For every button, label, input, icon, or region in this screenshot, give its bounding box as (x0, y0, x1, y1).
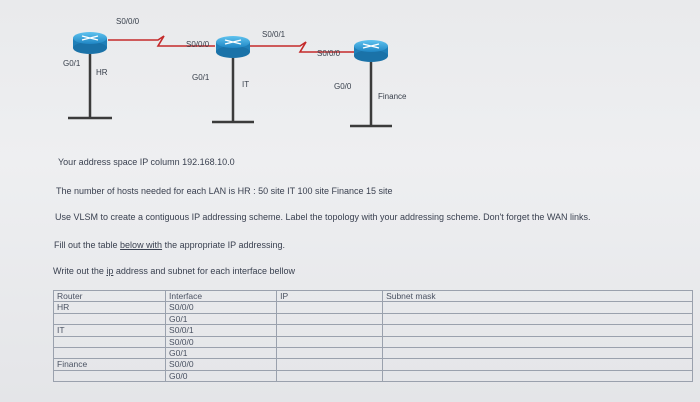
cell-interface: G0/0 (165, 369, 278, 383)
hr-s000-label: S0/0/0 (116, 17, 140, 26)
cell-subnet-mask[interactable] (382, 301, 693, 314)
router-it-icon (216, 36, 250, 58)
instruction-link-ip: ip (106, 266, 114, 276)
instruction-link-below: below with (120, 240, 163, 250)
table-row: IT S0/0/1 (52, 324, 693, 337)
it-g01-label: G0/1 (192, 73, 210, 82)
cell-subnet-mask[interactable] (382, 346, 693, 360)
cell-ip[interactable] (276, 301, 384, 314)
lan-it (212, 58, 254, 124)
table-header-row: Router Interface IP Subnet mask (52, 289, 693, 303)
header-subnet-mask: Subnet mask (382, 289, 693, 303)
cell-interface: S0/0/0 (165, 335, 278, 348)
cell-router (52, 312, 167, 326)
topology-diagram (68, 32, 392, 128)
cell-router: IT (52, 324, 167, 337)
instruction-vlsm: Use VLSM to create a contiguous IP addre… (55, 212, 591, 222)
cell-router: Finance (52, 358, 167, 371)
it-s000-label: S0/0/0 (186, 40, 210, 49)
lan-finance (350, 62, 392, 128)
cell-router (52, 369, 167, 383)
cell-interface: G0/1 (165, 312, 278, 326)
cell-interface: G0/1 (165, 346, 278, 360)
header-router: Router (52, 289, 167, 303)
it-lan-label: IT (242, 80, 250, 89)
cell-ip[interactable] (276, 358, 384, 371)
instruction-write-out: Write out the ip address and subnet for … (53, 266, 295, 276)
table-row: S0/0/0 (52, 335, 693, 348)
cell-ip[interactable] (276, 312, 384, 326)
cell-subnet-mask[interactable] (382, 358, 693, 371)
finance-g00-label: G0/0 (334, 82, 352, 91)
instruction-address-space: Your address space IP column 192.168.10.… (58, 157, 235, 167)
finance-s000-label: S0/0/0 (317, 49, 341, 58)
cell-subnet-mask[interactable] (382, 335, 693, 348)
cell-interface: S0/0/0 (165, 301, 278, 314)
cell-subnet-mask[interactable] (382, 312, 693, 326)
instruction-hosts-needed: The number of hosts needed for each LAN … (56, 186, 393, 196)
router-finance-icon (354, 40, 388, 62)
cell-subnet-mask[interactable] (382, 369, 693, 383)
lan-hr (68, 54, 112, 120)
table-row: G0/1 (52, 312, 693, 326)
cell-router (52, 335, 167, 348)
table-row: HR S0/0/0 (52, 301, 693, 314)
wan-link-it-finance (250, 41, 358, 53)
cell-interface: S0/0/0 (165, 358, 278, 371)
cell-router: HR (52, 301, 167, 314)
router-hr-icon (73, 32, 107, 54)
cell-ip[interactable] (276, 324, 384, 337)
header-ip: IP (276, 289, 384, 303)
table-row: Finance S0/0/0 (52, 358, 693, 371)
header-interface: Interface (165, 289, 278, 303)
table-row: G0/0 (52, 369, 693, 383)
it-s001-label: S0/0/1 (262, 30, 286, 39)
hr-g01-label: G0/1 (63, 59, 81, 68)
cell-ip[interactable] (276, 369, 384, 383)
wan-link-hr-it (108, 35, 215, 47)
table-row: G0/1 (52, 346, 693, 360)
cell-router (52, 346, 167, 360)
cell-interface: S0/0/1 (165, 324, 278, 337)
finance-lan-label: Finance (378, 92, 407, 101)
hr-lan-label: HR (96, 68, 108, 77)
addressing-table: Router Interface IP Subnet mask HR S0/0/… (52, 289, 693, 383)
instruction-fill-table: Fill out the table below with the approp… (54, 240, 285, 250)
cell-ip[interactable] (276, 335, 384, 348)
cell-subnet-mask[interactable] (382, 324, 693, 337)
cell-ip[interactable] (276, 346, 384, 360)
